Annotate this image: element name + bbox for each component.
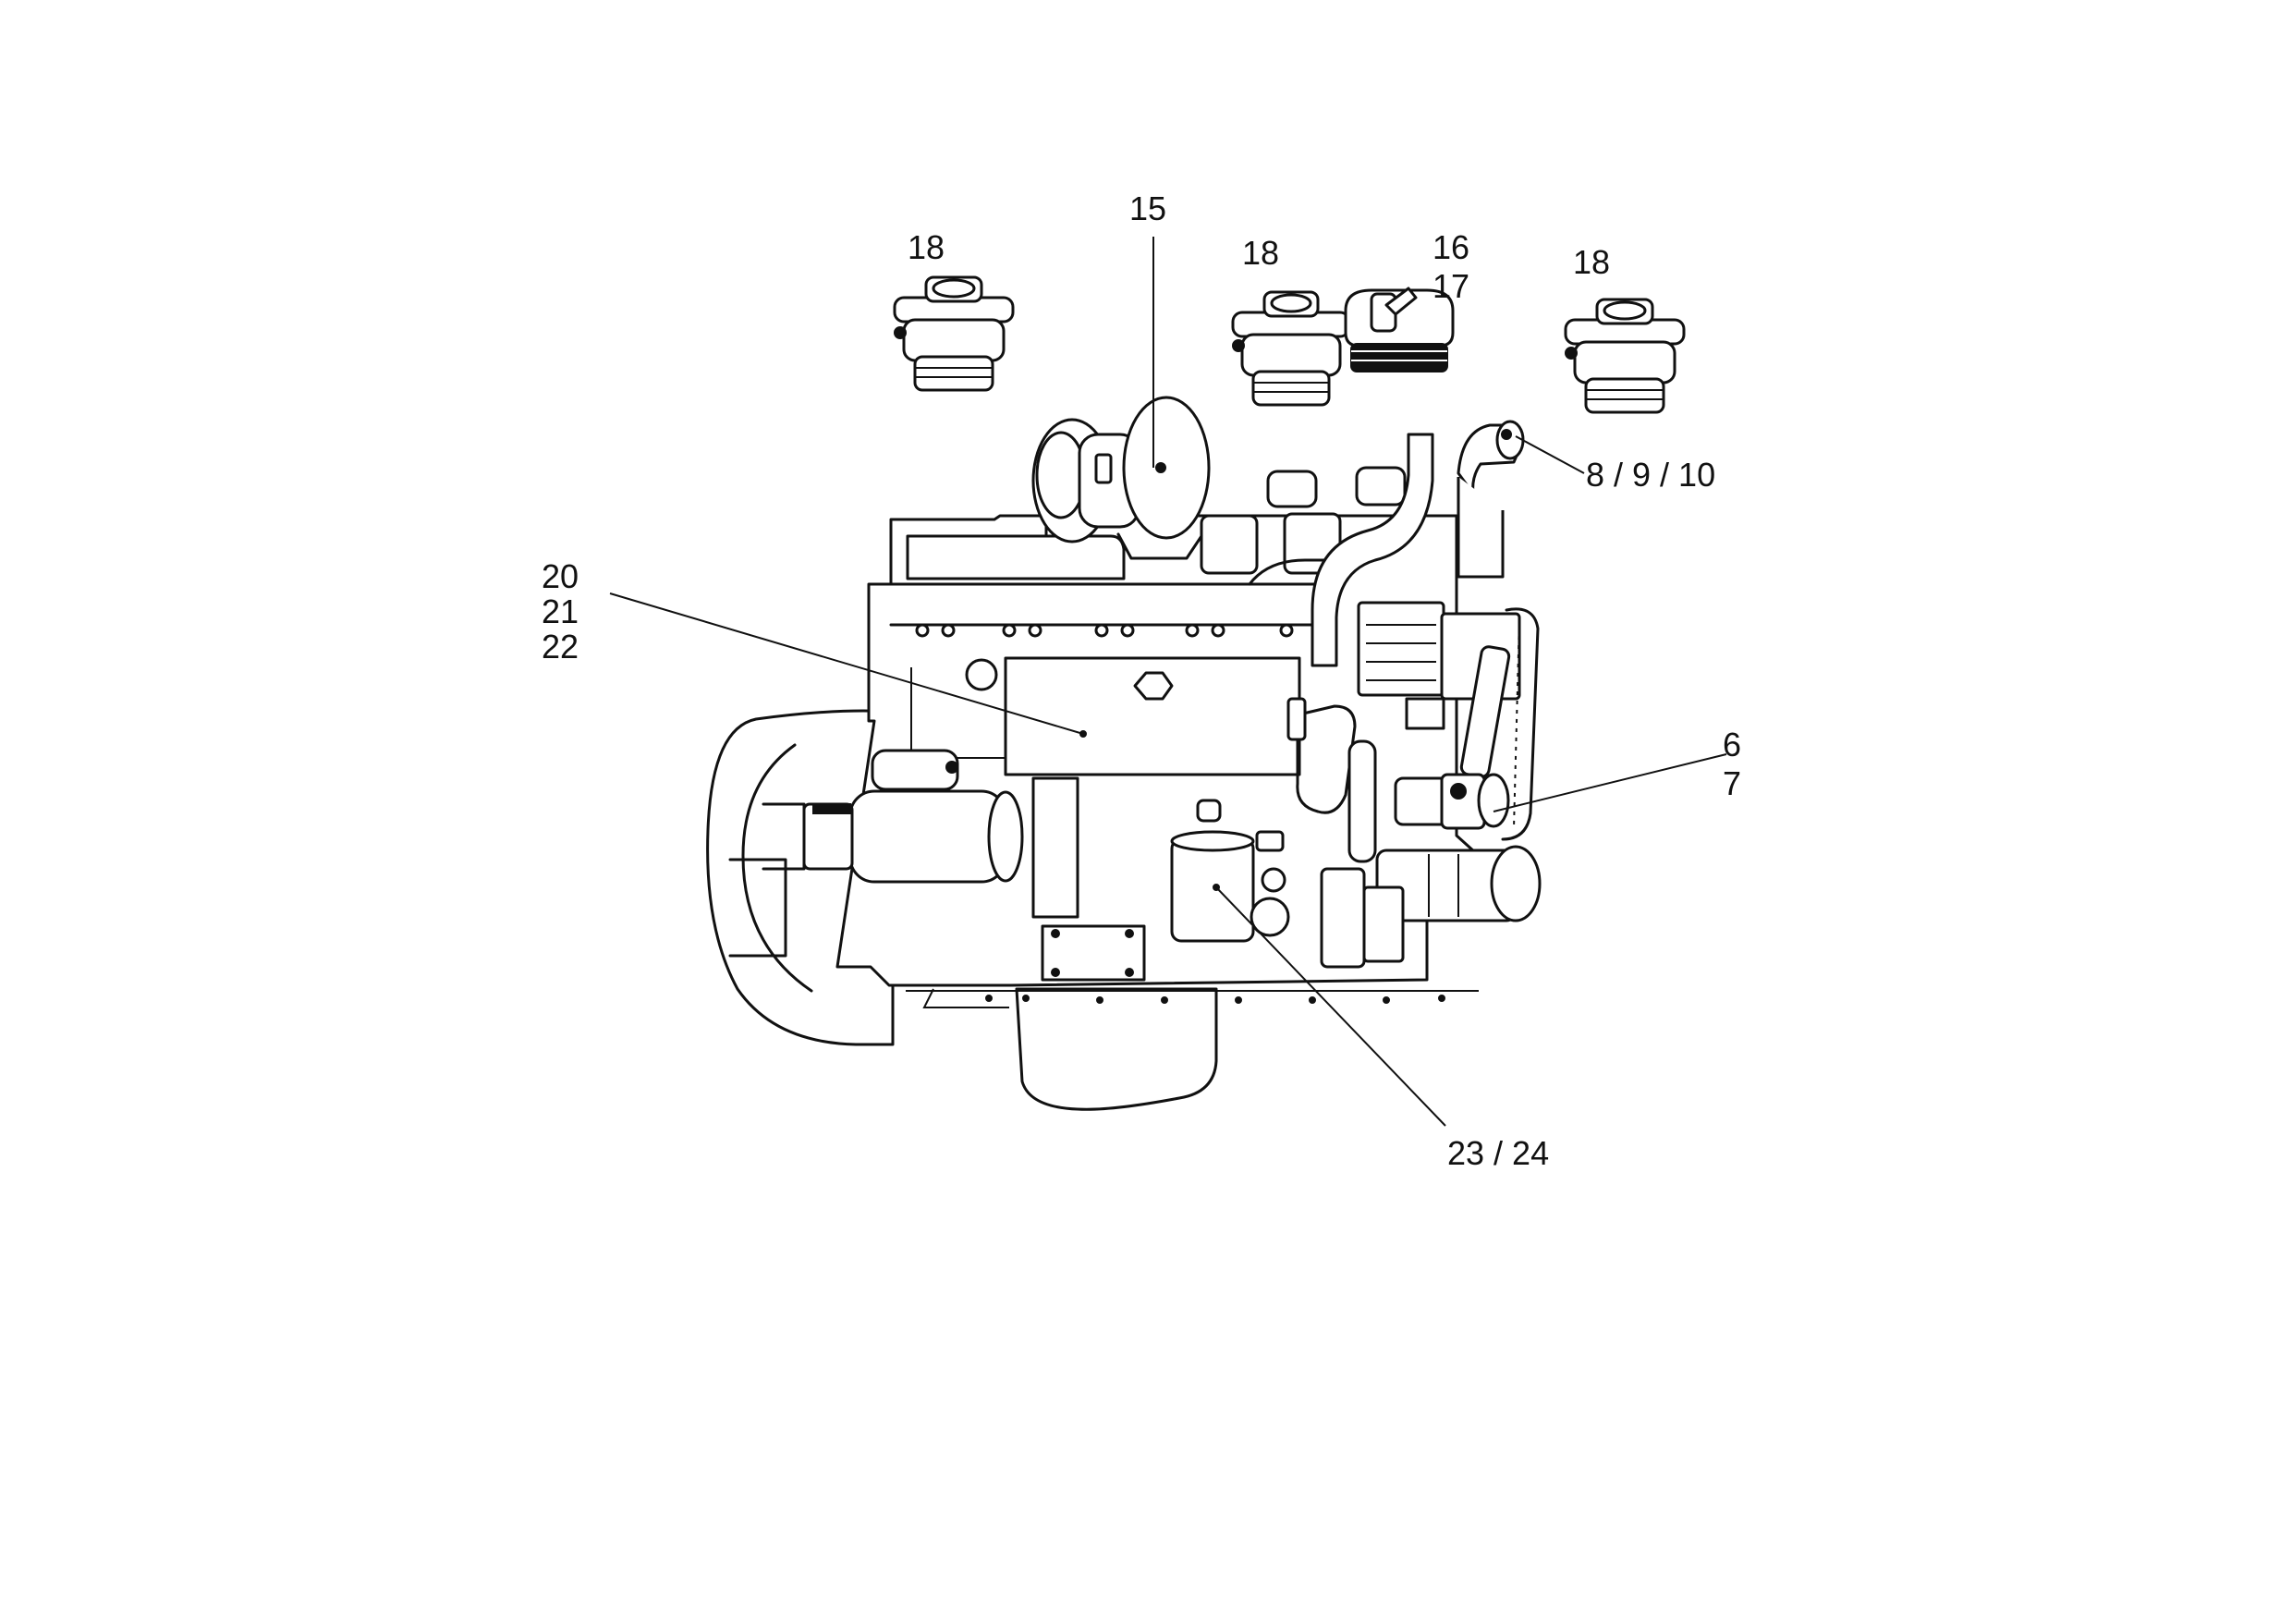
callout-15: 15 — [1129, 189, 1167, 227]
callout-22: 22 — [542, 628, 579, 665]
intake-pipe — [1311, 433, 1434, 667]
alternator-group — [1320, 773, 1542, 969]
breather-cap-right — [1564, 298, 1686, 414]
callout-18-left: 18 — [908, 228, 945, 266]
engine-assembly — [706, 396, 1542, 1111]
callout-20: 20 — [542, 557, 579, 595]
callout-23-24: 23 / 24 — [1447, 1134, 1550, 1172]
head-bolts — [915, 623, 1294, 638]
oil-filter — [1170, 799, 1290, 943]
callout-18-right: 18 — [1573, 243, 1611, 281]
callout-6: 6 — [1723, 726, 1742, 763]
callout-7: 7 — [1723, 764, 1742, 802]
callout-16: 16 — [1432, 228, 1470, 266]
turbocharger — [1031, 396, 1211, 560]
callout-8-9-10: 8 / 9 / 10 — [1586, 456, 1716, 494]
oil-pan — [1015, 987, 1218, 1111]
leader-lines — [609, 237, 1727, 1127]
access-plate — [1031, 776, 1079, 919]
pan-rail-bolts — [906, 990, 1479, 1004]
leader-8-9-10 — [1515, 435, 1585, 474]
drive-belt — [1501, 607, 1540, 841]
filler-cap — [1344, 287, 1455, 372]
callout-17: 17 — [1432, 267, 1470, 305]
starter-motor — [762, 749, 1024, 884]
leader-23-24 — [1215, 886, 1446, 1127]
callout-18-middle: 18 — [1242, 234, 1280, 272]
callout-21: 21 — [542, 592, 579, 630]
breather-cap-middle — [1231, 290, 1351, 407]
leader-6-7 — [1493, 753, 1727, 812]
breather-cap-left — [893, 275, 1015, 392]
leader-20-21-22 — [609, 592, 1084, 735]
